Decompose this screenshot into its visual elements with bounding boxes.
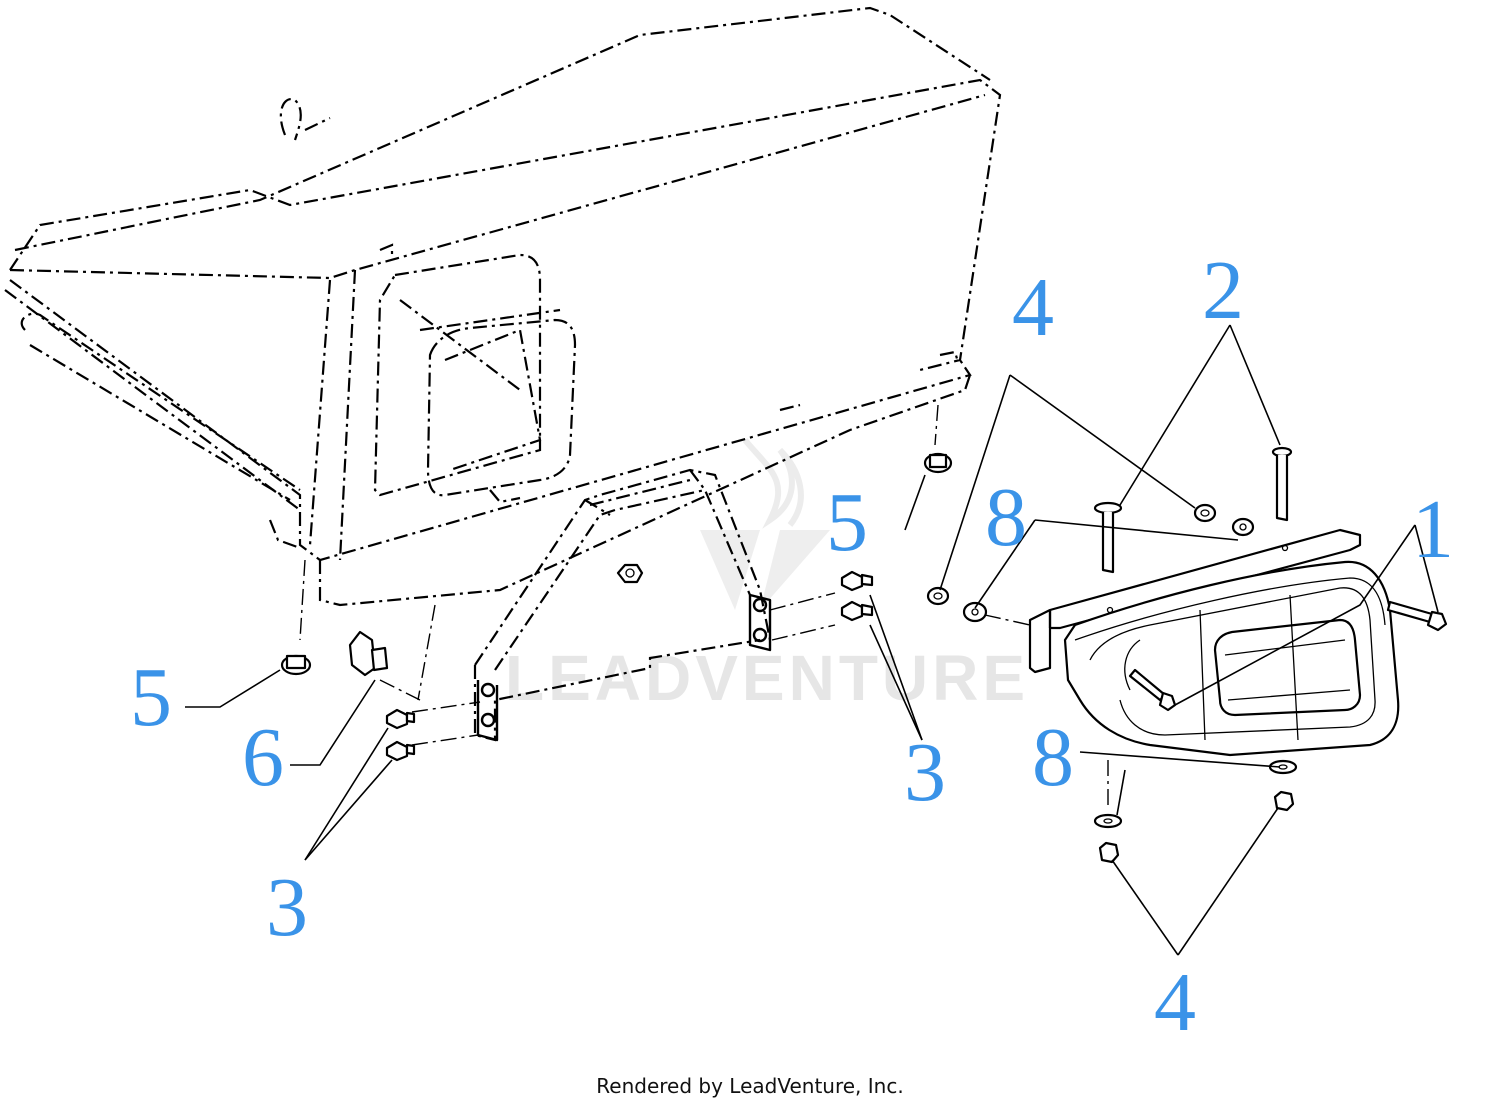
- watermark-text: LEADVENTURE: [505, 642, 1029, 714]
- hopper-outline: [4, 6, 1002, 607]
- callout-8-top: 8: [985, 471, 1027, 564]
- callout-1: 1: [1412, 483, 1454, 576]
- weight-assembly: [1028, 528, 1400, 757]
- hardware: [280, 452, 1298, 864]
- callout-2: 2: [1202, 244, 1244, 337]
- callouts: 1 2 3 3 4 4 5 5 6 8 8: [130, 244, 1454, 1049]
- watermark: LEADVENTURE: [505, 438, 1029, 714]
- callout-5-right: 5: [826, 476, 868, 569]
- leader-lines: [185, 324, 1439, 956]
- callout-4-bottom: 4: [1154, 956, 1196, 1049]
- center-lines: [299, 404, 1109, 810]
- callout-6: 6: [242, 711, 284, 804]
- hex-bolts: [1128, 600, 1448, 712]
- callout-8-bottom: 8: [1032, 711, 1074, 804]
- callout-3-right: 3: [904, 726, 946, 819]
- callout-5-left: 5: [130, 651, 172, 744]
- footer-credit: Rendered by LeadVenture, Inc.: [596, 1074, 904, 1098]
- callout-3-left: 3: [266, 861, 308, 954]
- mounting-bracket: [473, 468, 772, 742]
- callout-4-top: 4: [1012, 261, 1054, 354]
